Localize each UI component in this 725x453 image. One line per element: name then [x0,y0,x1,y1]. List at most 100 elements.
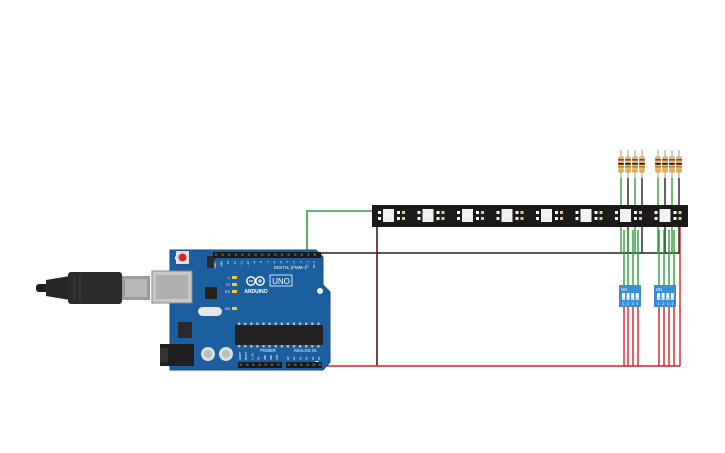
analog-pin-label: A4 [311,356,315,360]
digital-pin[interactable] [287,253,290,256]
digital-pin[interactable] [254,253,257,256]
arduino-logo [246,276,265,286]
dip-toggle[interactable] [635,293,639,300]
dip-toggle[interactable] [661,293,665,300]
analog-pin-label: A2 [298,356,302,360]
digital-header-label: DIGITAL (PWM~) [274,265,307,270]
power-pin-label: GND [263,355,267,360]
dip-position-label: 1 [623,302,625,306]
power-led [232,307,237,310]
ground-wire[interactable] [299,252,680,255]
resistors [618,150,682,178]
digital-pin[interactable] [214,253,218,256]
resistor[interactable] [662,150,668,178]
digital-pin[interactable] [228,253,231,256]
analog-pin[interactable] [294,363,297,366]
reset-button-cap [178,253,187,262]
power-pin[interactable] [277,363,280,366]
dip-toggle[interactable] [626,293,630,300]
digital-pin-label: 7 [266,261,270,263]
analog-pin-label: A5 [317,356,321,360]
analog-pin[interactable] [300,363,303,366]
analog-pin[interactable] [306,363,309,366]
dip-toggle[interactable] [631,293,635,300]
digital-pin-label: ~3 [292,261,296,265]
digital-pin[interactable] [261,253,264,256]
resistor[interactable] [655,150,661,178]
dip-on-label: ON [621,287,627,292]
analog-pin[interactable] [287,363,291,366]
dc-power-jack [160,344,194,366]
data-wire[interactable] [306,210,378,255]
dip-switch-body [654,285,676,307]
led-pixel [496,209,524,222]
brand-label: ARDUINO [244,289,267,295]
digital-pin[interactable] [267,253,270,256]
digital-pin[interactable] [313,253,317,256]
power-pin[interactable] [258,363,261,366]
digital-pin[interactable] [221,253,224,256]
digital-pin-label: GND [220,261,224,267]
analog-pin[interactable] [318,363,322,366]
digital-pin[interactable] [234,253,237,256]
digital-pin[interactable] [294,253,297,256]
dip-toggle[interactable] [670,293,674,300]
led-pixel [575,209,603,222]
power-pin[interactable] [252,363,255,366]
resistor[interactable] [625,150,631,178]
power-pin[interactable] [239,363,243,366]
usb-chip [205,287,217,299]
power-header-label: POWER [260,348,276,353]
led-pixel [457,209,484,222]
power-pin[interactable] [264,363,267,366]
digital-pin[interactable] [247,253,251,256]
digital-pin-label: ~9 [253,261,257,265]
led-strip[interactable] [372,205,688,227]
resistor[interactable] [632,150,638,178]
led-pixels [378,209,682,222]
analog-pin-label: A0 [286,356,290,360]
digital-pin[interactable] [300,253,303,256]
power-pin-label: VIN [275,355,279,360]
digital-pin[interactable] [280,253,284,256]
power-pin[interactable] [246,363,249,366]
power-pin[interactable] [270,363,274,366]
dip-toggle[interactable] [622,293,625,300]
digital-pin-label: 13 [226,261,230,265]
analog-pin[interactable] [312,363,315,366]
status-led-label: RX [225,290,231,294]
resistor[interactable] [639,150,645,178]
dip-position-label: 1 [658,302,660,306]
digital-pin-label: 8 [259,261,263,263]
digital-pin-label: 4 [286,261,290,263]
digital-pin[interactable] [307,253,310,256]
crystal [198,307,222,316]
dip-position-label: 3 [632,302,634,306]
dip-toggle[interactable] [666,293,670,300]
analog-pin-label: A3 [305,356,309,360]
power-led-label: ON [225,307,231,311]
analog-header-label: ANALOG IN [294,348,317,353]
usb-cable[interactable] [36,272,150,304]
usb-cable-strain-relief [46,276,70,300]
status-led [232,283,237,286]
resistor[interactable] [676,150,682,178]
resistor[interactable] [618,150,624,178]
digital-pin-label: 2 [299,261,303,263]
led-strip-body [372,205,688,227]
atmega-chip [235,325,323,345]
digital-pin[interactable] [274,253,277,256]
resistor[interactable] [669,150,675,178]
switch-wires [620,178,681,366]
dip-toggle[interactable] [657,293,660,300]
led-pixel [654,209,682,222]
dip-position-label: 2 [662,302,664,306]
digital-pin[interactable] [241,253,244,256]
led-pixel [615,209,642,222]
